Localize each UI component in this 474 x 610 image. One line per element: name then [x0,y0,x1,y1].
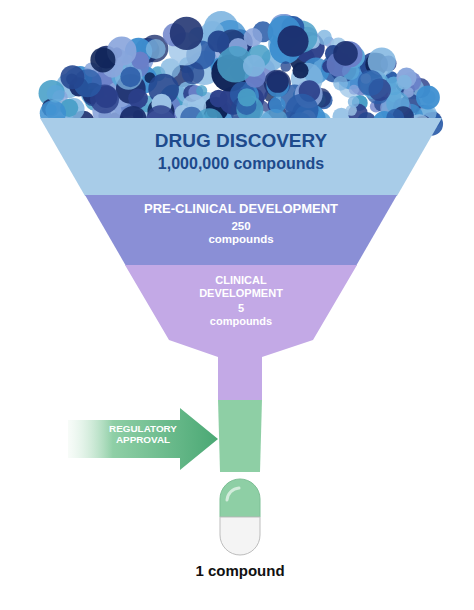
stage-title: CLINICAL DEVELOPMENT [191,274,291,299]
preclinical-band-content: PRE-CLINICAL DEVELOPMENT 250 compounds [85,195,397,246]
stage-title: 1 compound [195,562,284,579]
capsule-top [220,479,260,517]
compound-bubble [349,85,359,95]
compound-bubble [208,30,230,52]
stage-title: REGULATORY APPROVAL [106,423,180,446]
capsule: 1 compound [219,478,261,556]
compound-bubble [128,89,148,109]
approval-arrow-content: REGULATORY APPROVAL [68,408,180,446]
compound-bubble [90,47,115,72]
compound-count: 1,000,000 compounds [158,155,324,173]
capsule-content: 1 compound [195,562,284,579]
preclinical-band-shape [85,195,397,266]
compound-bubble [333,41,358,66]
compound-bubble [170,17,203,50]
compound-bubble [120,67,140,87]
compound-bubble [244,28,263,47]
compound-bubble [277,26,308,57]
preclinical-band: PRE-CLINICAL DEVELOPMENT 250 compounds [85,195,397,266]
compound-count: 250 compounds [201,220,281,246]
compound-bubble [60,65,84,89]
capsule-bottom [220,517,260,555]
compound-bubble [243,55,265,77]
compound-bubble [358,70,384,96]
stage-title: PRE-CLINICAL DEVELOPMENT [144,202,338,217]
compound-bubble [210,90,228,108]
funnel-stem [218,399,262,472]
approval-arrow: REGULATORY APPROVAL [68,408,218,470]
clinical-band: CLINICAL DEVELOPMENT 5 compounds [125,265,357,400]
stage-title: DRUG DISCOVERY [155,130,327,152]
compound-bubble [333,76,348,91]
compound-bubble [269,96,286,113]
capsule-shine [227,488,239,500]
compound-count: 5 compounds [206,302,276,327]
compound-bubble [146,39,166,59]
compound-bubble [416,86,440,110]
discovery-band-content: DRUG DISCOVERY 1,000,000 compounds [40,118,442,173]
clinical-band-shape [125,265,357,400]
compound-bubble [267,71,289,93]
compound-bubble [196,85,207,96]
discovery-band: DRUG DISCOVERY 1,000,000 compounds [40,118,442,196]
clinical-band-content: CLINICAL DEVELOPMENT 5 compounds [125,265,357,328]
compound-bubble [280,61,291,72]
discovery-band-shape [40,118,442,196]
compound-bubble [47,85,65,103]
compound-bubble [292,62,308,78]
compound-bubble [348,96,360,108]
capsule-outline [219,478,261,556]
compound-bubble [238,88,256,106]
compound-bubble [397,75,412,90]
approval-arrow-shape [68,408,218,470]
